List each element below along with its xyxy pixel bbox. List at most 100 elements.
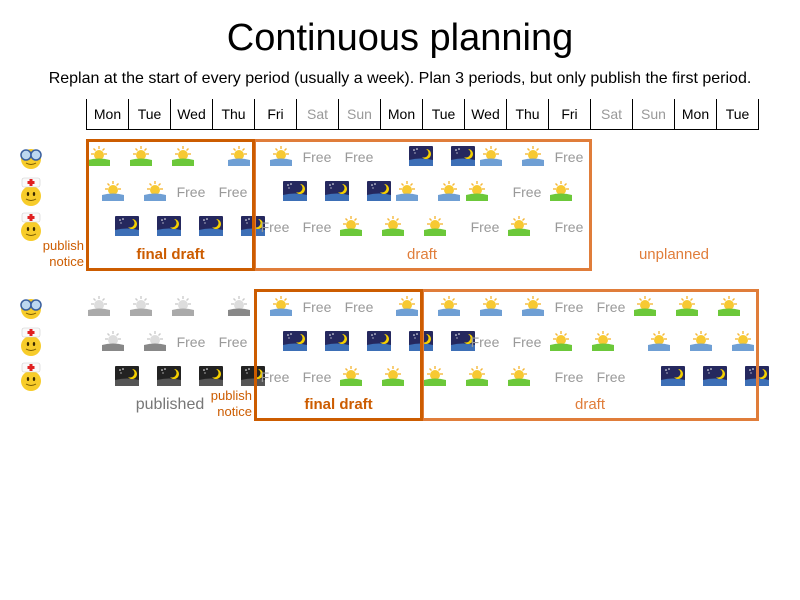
early-shift-icon [464,180,490,202]
early-shift-icon [422,215,448,237]
free-day-label: Free [554,369,584,385]
published-night-shift-icon [198,365,224,387]
free-day-label: Free [218,184,248,200]
night-shift-icon [198,215,224,237]
early-shift-icon [170,145,196,167]
final-draft-box [86,139,255,271]
published-night-shift-icon [156,365,182,387]
night-shift-icon [156,215,182,237]
day-header-cell: Tue [128,99,170,129]
day-header-cell: Mon [674,99,716,129]
night-shift-icon [282,180,308,202]
published-night-shift-icon [114,365,140,387]
nurse-smiley-icon [18,362,44,391]
night-shift-icon [366,180,392,202]
final-draft-box [254,289,423,421]
published-day-shift-icon [226,295,252,317]
early-shift-icon [422,365,448,387]
publish-notice-line1: publish [210,388,252,403]
published-early-shift-icon [170,295,196,317]
free-day-label: Free [596,369,626,385]
day-header-cell: Sun [632,99,674,129]
day-header-cell: Thu [506,99,548,129]
day-header-cell: Wed [464,99,506,129]
free-day-label: Free [260,219,290,235]
early-shift-icon [338,215,364,237]
day-shift-icon [688,330,714,352]
early-shift-icon [632,295,658,317]
day-shift-icon [268,295,294,317]
publish-notice-line2: notice [49,254,84,269]
night-shift-icon [702,365,728,387]
free-day-label: Free [218,334,248,350]
free-day-label: Free [470,219,500,235]
glasses-smiley-icon [18,145,44,171]
free-day-label: Free [260,369,290,385]
free-day-label: Free [470,334,500,350]
draft-box [421,289,759,421]
publish-notice-line2: notice [217,404,252,419]
early-shift-icon [548,180,574,202]
day-shift-icon [730,330,756,352]
night-shift-icon [366,330,392,352]
published-early-shift-icon [86,295,112,317]
night-shift-icon [324,330,350,352]
free-day-label: Free [176,184,206,200]
night-shift-icon [324,180,350,202]
night-shift-icon [660,365,686,387]
early-shift-icon [506,365,532,387]
day-shift-icon [226,145,252,167]
day-header-cell: Sat [590,99,632,129]
free-day-label: Free [554,149,584,165]
free-day-label: Free [344,149,374,165]
nurse-smiley-icon [18,327,44,356]
publish-notice-label: publish notice [20,238,84,270]
day-header-cell: Mon [86,99,128,129]
nurse-smiley-icon [18,177,44,206]
free-day-label: Free [302,219,332,235]
glasses-smiley-icon [18,295,44,321]
published-night-shift-icon [240,365,266,387]
day-shift-icon [142,180,168,202]
night-shift-icon [408,145,434,167]
publish-notice-label: publish notice [188,388,252,420]
night-shift-icon [450,145,476,167]
early-shift-icon [380,365,406,387]
day-shift-icon [394,295,420,317]
day-header-cell: Fri [548,99,590,129]
final-draft-label: final draft [304,396,373,413]
early-shift-icon [506,215,532,237]
day-header-cell: Fri [254,99,296,129]
day-header-cell: Tue [422,99,464,129]
early-shift-icon [380,215,406,237]
day-shift-icon [646,330,672,352]
publish-notice-line1: publish [42,238,84,253]
day-header-cell: Wed [170,99,212,129]
free-day-label: Free [302,299,332,315]
free-day-label: Free [302,149,332,165]
day-header-cell: Thu [212,99,254,129]
published-early-shift-icon [128,295,154,317]
early-shift-icon [548,330,574,352]
night-shift-icon [450,330,476,352]
early-shift-icon [590,330,616,352]
draft-label: draft [406,246,437,263]
published-day-shift-icon [142,330,168,352]
early-shift-icon [128,145,154,167]
day-shift-icon [436,295,462,317]
free-day-label: Free [176,334,206,350]
free-day-label: Free [512,334,542,350]
early-shift-icon [716,295,742,317]
free-day-label: Free [512,184,542,200]
free-day-label: Free [554,219,584,235]
day-header-cell: Sun [338,99,380,129]
published-day-shift-icon [100,330,126,352]
day-shift-icon [394,180,420,202]
early-shift-icon [86,145,112,167]
day-header-cell: Mon [380,99,422,129]
night-shift-icon [114,215,140,237]
day-shift-icon [478,145,504,167]
day-shift-icon [520,145,546,167]
early-shift-icon [338,365,364,387]
free-day-label: Free [344,299,374,315]
